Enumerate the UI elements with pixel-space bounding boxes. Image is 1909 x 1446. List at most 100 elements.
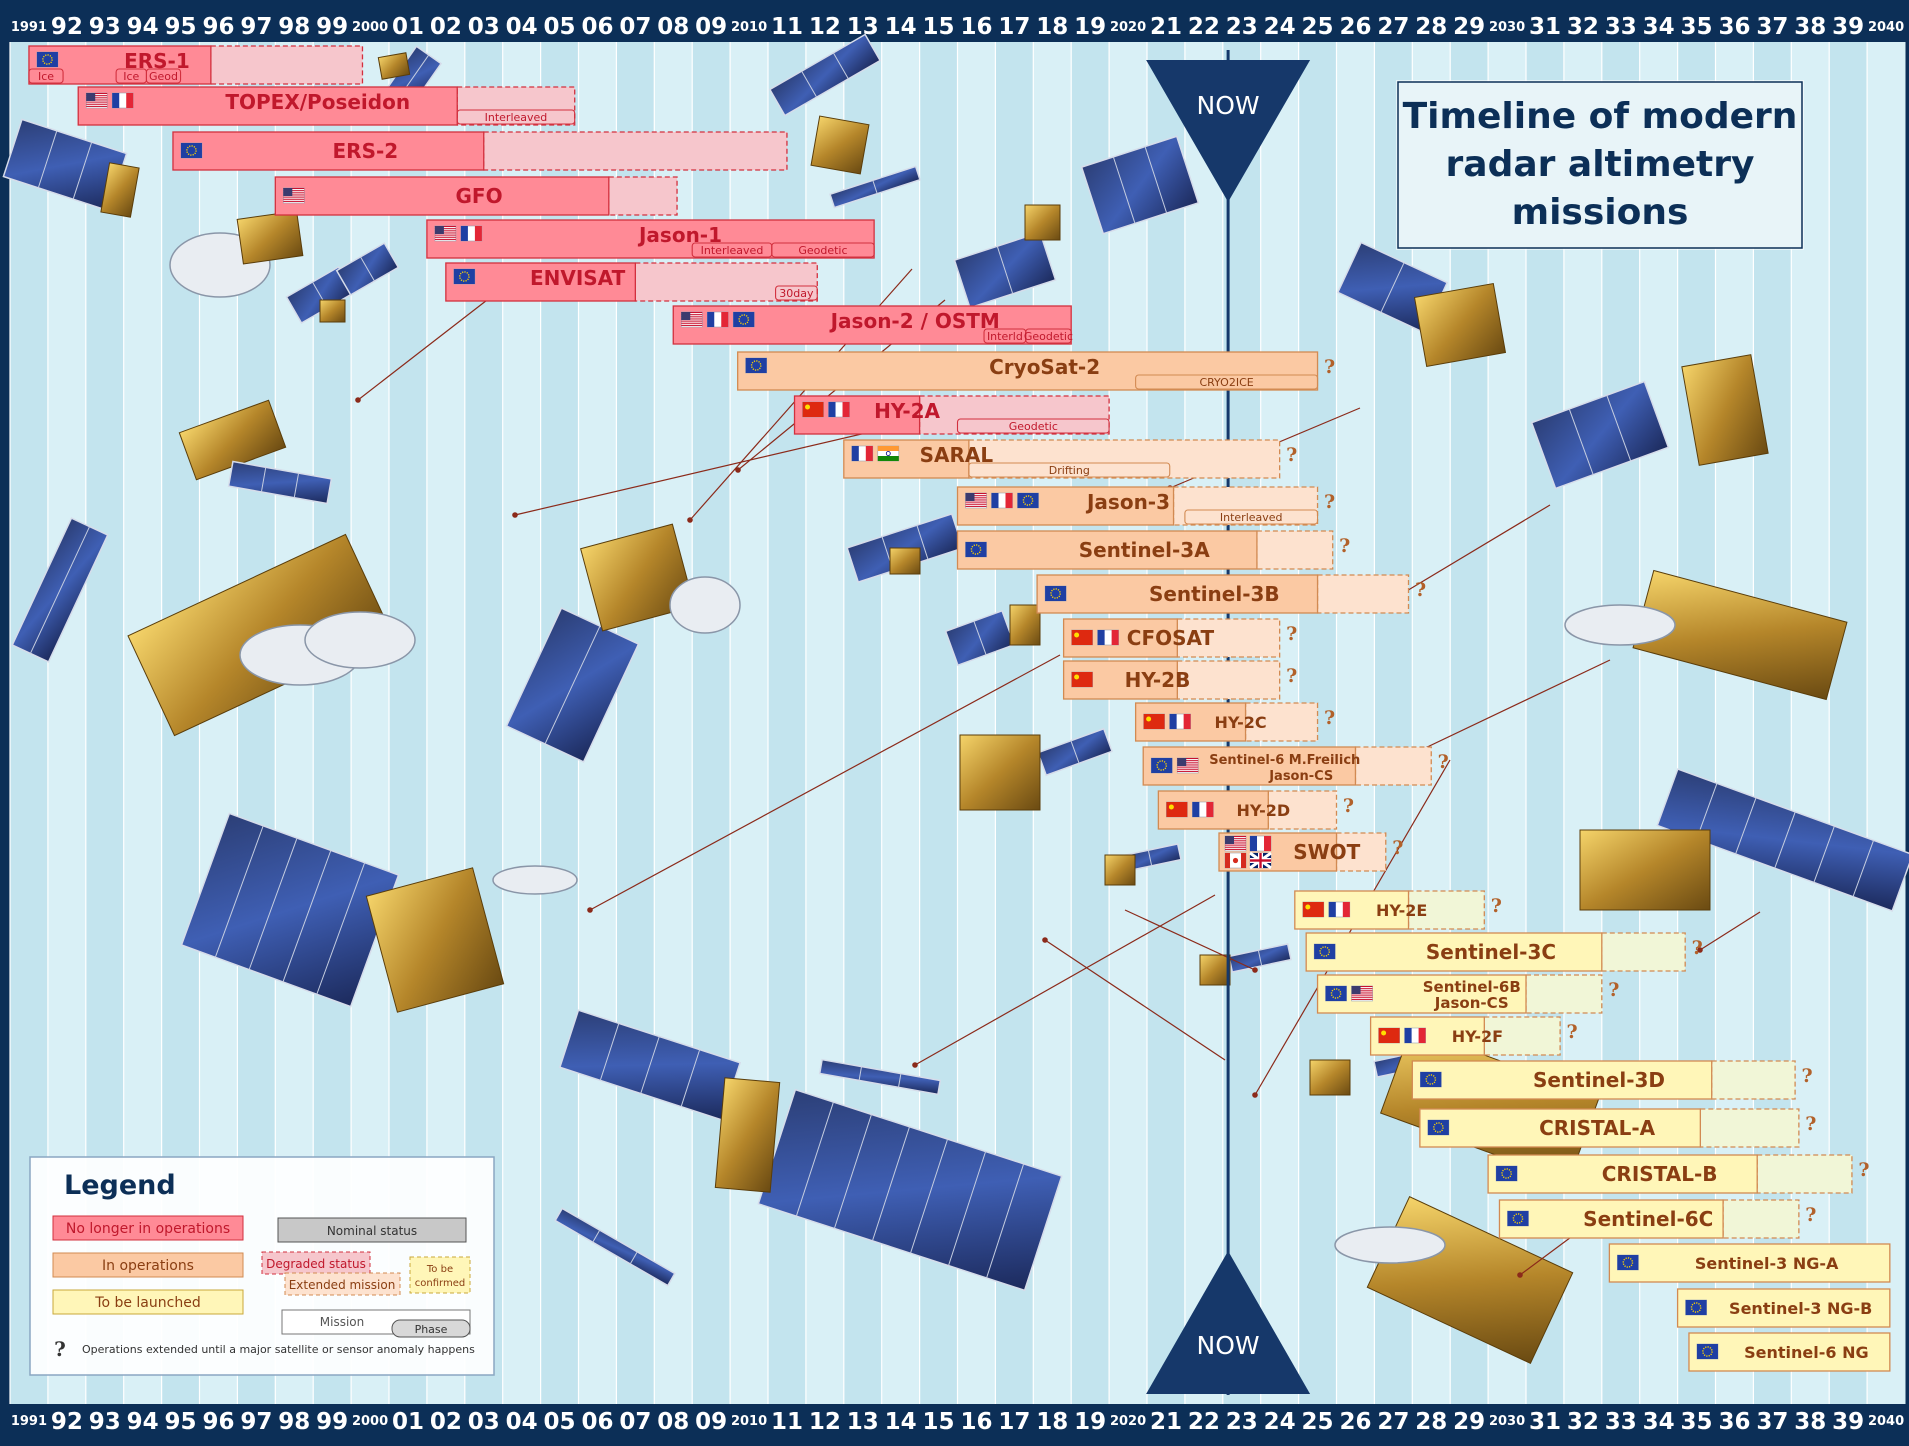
flag-cn-icon: [1071, 629, 1093, 646]
mission-sentinel-3-ng-b: Sentinel-3 NG-B: [1676, 1288, 1891, 1328]
mission-hy-2e: HY-2E?: [1294, 890, 1502, 930]
phase-box: [1135, 374, 1319, 390]
flag-fr-icon: [1249, 835, 1272, 852]
mission-name: Sentinel-3A: [1079, 538, 1210, 562]
mission-hy-2c: HY-2C?: [1134, 702, 1335, 742]
legend-mission: Mission: [320, 1315, 364, 1329]
legend-no-longer: No longer in operations: [66, 1221, 230, 1237]
solar-panel-illustration: [768, 33, 882, 117]
bottom-year-label: 12: [809, 1409, 841, 1435]
nominal-segment: [1036, 574, 1319, 614]
top-year-label: 21: [1150, 14, 1182, 40]
bottom-year-label: 2010: [731, 1414, 767, 1429]
flag-eu-icon: [965, 541, 987, 558]
mission-name: HY-2D: [1236, 801, 1290, 820]
mission-name: Sentinel-3B: [1149, 582, 1280, 606]
phase-box: [771, 242, 875, 258]
legend-swatch-to-launch: [52, 1289, 244, 1315]
flag-eu-icon: [1017, 492, 1039, 509]
mission-name: CRISTAL-B: [1602, 1162, 1718, 1186]
leader-line: [1124, 909, 1256, 971]
leader-dot: [1517, 1272, 1523, 1278]
extended-segment: [634, 262, 818, 302]
flag-fr-icon: [706, 311, 729, 328]
mission-name: HY-2C: [1215, 713, 1267, 732]
flag-fr-icon: [991, 492, 1013, 509]
nominal-segment: [445, 262, 637, 302]
phase-label: Drifting: [1049, 464, 1090, 477]
bottom-year-label: 21: [1150, 1409, 1182, 1435]
leader-line: [1699, 911, 1761, 951]
flag-ca-icon: [1224, 852, 1247, 869]
flag-fr-icon: [1169, 713, 1191, 730]
leader-line: [589, 654, 1061, 911]
phase-label: Interleaved: [701, 244, 764, 257]
solar-panel-illustration: [554, 1207, 676, 1287]
extended-segment: [1601, 932, 1686, 972]
leader-line: [514, 424, 901, 516]
bottom-year-label: 95: [165, 1409, 197, 1435]
solar-panel-illustration: [757, 1088, 1063, 1292]
bottom-year-label: 31: [1529, 1409, 1561, 1435]
top-year-label: 15: [923, 14, 955, 40]
satellite-body-illustration: [1024, 204, 1061, 241]
flag-cn-icon: [1071, 671, 1093, 688]
top-year-label: 38: [1794, 14, 1826, 40]
phase-label: Ice: [123, 70, 139, 83]
mission-name: Sentinel-3 NG-A: [1695, 1254, 1839, 1273]
bottom-year-label: 37: [1756, 1409, 1788, 1435]
leader-dot: [1697, 947, 1703, 953]
phase-label: Geodetic: [1009, 420, 1058, 433]
extended-segment: [1722, 1199, 1800, 1239]
bottom-year-label: 93: [89, 1409, 121, 1435]
flag-us-icon: [1351, 985, 1373, 1002]
nominal-segment: [1688, 1332, 1891, 1372]
legend-swatch-to-be-confirmed: [409, 1256, 471, 1294]
mission-subname: Jason-CS: [1268, 769, 1333, 784]
top-year-label: 24: [1264, 14, 1296, 40]
mission-name: Sentinel-3 NG-B: [1729, 1299, 1872, 1318]
solar-panel-illustration: [1037, 727, 1113, 777]
mission-name: CFOSAT: [1127, 626, 1215, 650]
top-year-label: 36: [1718, 14, 1750, 40]
flag-fr-icon: [1192, 801, 1214, 818]
mission-sentinel-3c: Sentinel-3C?: [1305, 932, 1703, 972]
top-year-label: 2040: [1868, 20, 1904, 35]
top-year-label: 11: [771, 14, 803, 40]
question-mark-icon: ?: [1608, 979, 1619, 1001]
phase-label: Geodetic: [798, 244, 847, 257]
question-mark-icon: ?: [1324, 707, 1335, 729]
top-year-label: 06: [581, 14, 613, 40]
mission-name: Sentinel-3D: [1533, 1068, 1665, 1092]
bottom-year-label: 17: [998, 1409, 1030, 1435]
top-year-label: 32: [1567, 14, 1599, 40]
top-year-label: 99: [316, 14, 348, 40]
satellite-body-illustration: [1309, 1059, 1351, 1096]
nominal-segment: [1676, 1288, 1891, 1328]
bottom-year-label: 38: [1794, 1409, 1826, 1435]
legend-title: Legend: [64, 1170, 176, 1201]
legend-question-note: Operations extended until a major satell…: [82, 1343, 475, 1356]
bottom-year-label: 18: [1036, 1409, 1068, 1435]
flag-eu-icon: [1420, 1071, 1442, 1088]
bottom-year-label: 07: [619, 1409, 651, 1435]
bottom-year-label: 26: [1339, 1409, 1371, 1435]
top-year-label: 01: [392, 14, 424, 40]
legend-to-be-confirmed-2: confirmed: [415, 1278, 465, 1289]
bottom-year-label: 08: [657, 1409, 689, 1435]
phase-box: [28, 68, 64, 84]
solar-panel-illustration: [1080, 135, 1200, 235]
nominal-segment: [1498, 1199, 1724, 1239]
satellite-body-illustration: [236, 210, 304, 265]
bottom-year-label: 34: [1643, 1409, 1675, 1435]
top-year-label: 12: [809, 14, 841, 40]
mission-name: Jason-2 / OSTM: [829, 309, 1000, 333]
satellite-illustrations: [2, 33, 1909, 1365]
phase-box: [968, 462, 1171, 478]
